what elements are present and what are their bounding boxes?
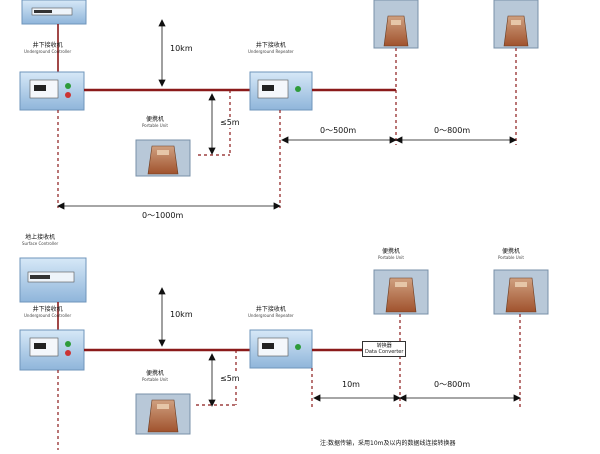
- top-repeater-title: 井下接收机: [255, 42, 286, 49]
- bottom-underground-controller-subtitle: Underground Controller: [24, 313, 72, 318]
- top-dim-bottom: 0～1000m: [140, 211, 186, 221]
- bottom-portable-1-title: 便携机: [381, 248, 400, 255]
- bottom-underground-controller-label: 井下接收机 Underground Controller: [24, 306, 71, 318]
- top-underground-controller: [19, 71, 85, 111]
- bottom-portable-2-label: 便携机 Portable Unit: [498, 248, 524, 260]
- top-dim-span-2: 0～800m: [432, 126, 473, 136]
- bottom-repeater-title: 井下接收机: [255, 306, 286, 313]
- bottom-dim-span-1: 10m: [340, 380, 362, 390]
- top-dim-vertical-1: 10km: [168, 44, 195, 54]
- bottom-data-converter-subtitle: Data Converter: [365, 349, 404, 355]
- top-repeater: [249, 71, 313, 111]
- bottom-underground-controller: [19, 329, 85, 371]
- bottom-dim-vertical-1: 10km: [168, 310, 195, 320]
- top-repeater-subtitle: Underground Repeater: [248, 49, 294, 54]
- bottom-repeater-label: 井下接收机 Underground Repeater: [248, 306, 294, 318]
- bottom-repeater-subtitle: Underground Repeater: [248, 313, 294, 318]
- bottom-underground-controller-title: 井下接收机: [32, 306, 63, 313]
- top-portable-unit-1: [373, 0, 419, 49]
- bottom-portable-1-subtitle: Portable Unit: [378, 255, 404, 260]
- bottom-portable-unit-2: [493, 269, 549, 315]
- top-portable-title: 便携机: [145, 116, 164, 123]
- top-repeater-label: 井下接收机 Underground Repeater: [248, 42, 294, 54]
- top-surface-controller: [21, 0, 87, 25]
- top-underground-controller-title: 井下接收机: [32, 42, 63, 49]
- bottom-surface-controller: [19, 257, 87, 303]
- bottom-repeater: [249, 329, 313, 369]
- bottom-dim-vertical-2: ≤5m: [218, 374, 242, 384]
- bottom-surface-controller-subtitle: Surface Controller: [22, 241, 59, 246]
- bottom-dimension-lines: [158, 287, 521, 407]
- bottom-portable-unit-mid: [135, 393, 191, 435]
- top-underground-controller-label: 井下接收机 Underground Controller: [24, 42, 71, 54]
- top-dim-span-1: 0～500m: [318, 126, 359, 136]
- top-portable-subtitle: Portable Unit: [142, 123, 168, 128]
- bottom-portable-1-label: 便携机 Portable Unit: [378, 248, 404, 260]
- bottom-portable-2-title: 便携机: [501, 248, 520, 255]
- bottom-data-converter: 转换器 Data Converter: [362, 341, 407, 357]
- bottom-surface-controller-title: 地上接收机: [25, 234, 56, 241]
- bottom-surface-controller-label: 地上接收机 Surface Controller: [22, 234, 58, 246]
- bottom-portable-mid-subtitle: Portable Unit: [142, 377, 168, 382]
- bottom-portable-mid-title: 便携机: [145, 370, 164, 377]
- top-portable-unit-mid: [135, 139, 191, 177]
- top-underground-controller-subtitle: Underground Controller: [24, 49, 72, 54]
- bottom-data-converter-title: 转换器: [376, 343, 392, 349]
- top-portable-unit-2: [493, 0, 539, 49]
- top-dimension-lines: [57, 19, 517, 210]
- bottom-portable-mid-label: 便携机 Portable Unit: [142, 370, 168, 382]
- bottom-portable-2-subtitle: Portable Unit: [498, 255, 524, 260]
- bottom-portable-unit-1: [373, 269, 429, 315]
- footnote: 注:数据传输，采用10m及以内的数据线连接转换器: [320, 440, 456, 447]
- top-portable-label: 便携机 Portable Unit: [142, 116, 168, 128]
- top-dim-vertical-2: ≤5m: [218, 118, 242, 128]
- bottom-dim-span-2: 0～800m: [432, 380, 473, 390]
